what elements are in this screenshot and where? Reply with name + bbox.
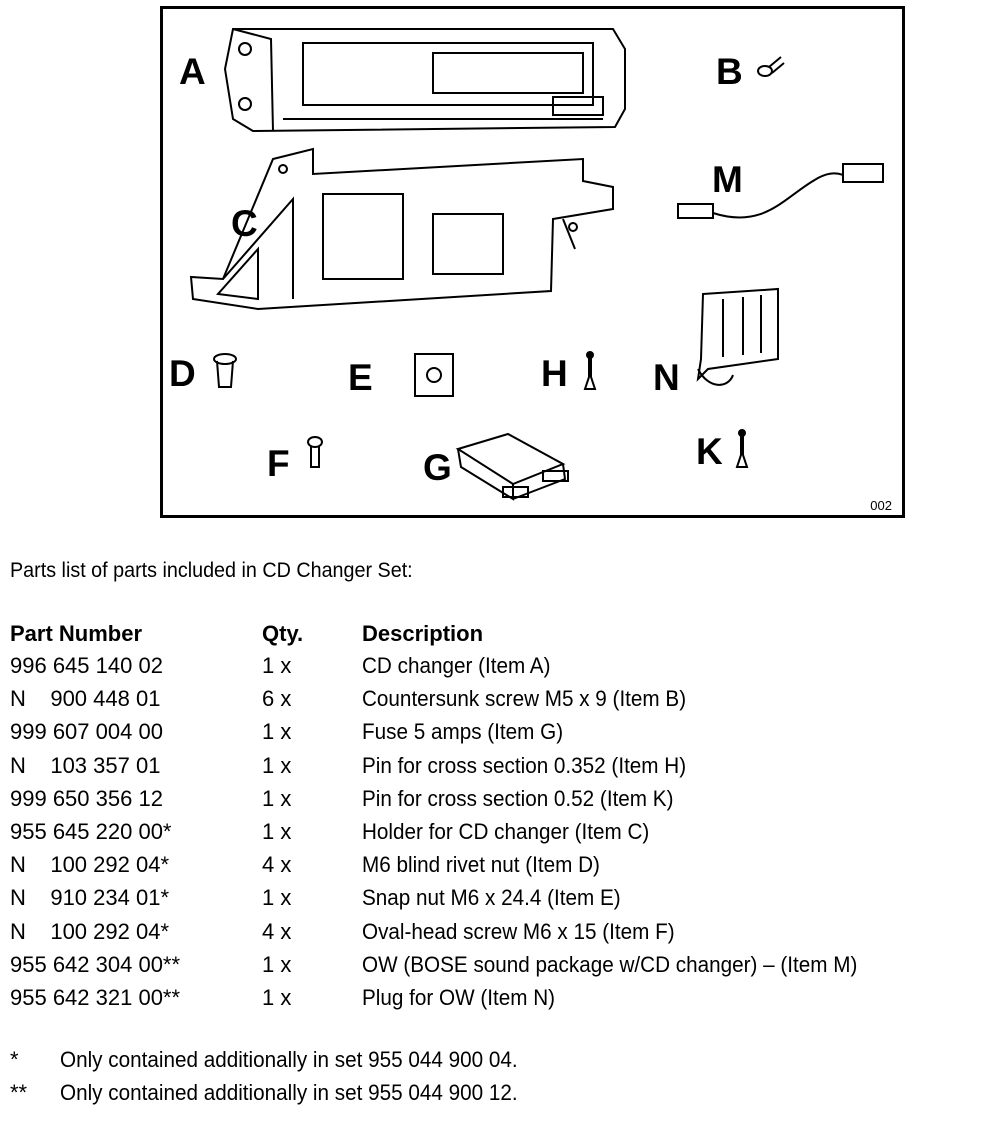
table-row: N 910 234 01* 1 x Snap nut M6 x 24.4 (Item…	[0, 883, 1008, 916]
table-row: 999 607 004 00 1 x Fuse 5 amps (Item G)	[0, 717, 1008, 750]
quantity: 1 x	[262, 719, 292, 745]
table-row: 955 642 304 00** 1 x OW (BOSE sound packag…	[0, 950, 1008, 983]
part-number: 955 642 321 00**	[10, 984, 181, 1010]
description: Pin for cross section 0.52 (Item K)	[362, 785, 674, 811]
description: Fuse 5 amps (Item G)	[362, 719, 564, 745]
part-number: N 100 292 04*	[10, 852, 170, 878]
description: Pin for cross section 0.352 (Item H)	[362, 752, 687, 778]
label-a: A	[179, 51, 206, 92]
table-row: N 900 448 01 6 x Countersunk screw M5 x 9 …	[0, 684, 1008, 717]
description: CD changer (Item A)	[362, 653, 551, 678]
snap-nut-drawing	[414, 353, 454, 397]
parts-list-intro: Parts list of parts included in CD Chang…	[10, 559, 413, 582]
part-number: 955 645 220 00*	[10, 818, 172, 844]
quantity: 1 x	[262, 818, 292, 844]
quantity: 1 x	[262, 785, 292, 811]
part-number: 996 645 140 02	[10, 653, 163, 678]
footnote-single-star: * Only contained additionally in set 955 …	[10, 1047, 547, 1073]
label-d: D	[169, 353, 196, 394]
table-row: 955 645 220 00* 1 x Holder for CD changer …	[0, 817, 1008, 850]
footnote-double-star: ** Only contained additionally in set 955…	[10, 1080, 547, 1106]
part-number: N 100 292 04*	[10, 918, 170, 944]
quantity: 1 x	[262, 653, 292, 678]
table-row: N 100 292 04* 4 x M6 blind rivet nut (Item…	[0, 850, 1008, 883]
part-number: 999 650 356 12	[10, 785, 163, 811]
header-qty: Qty.	[262, 621, 304, 646]
description: Countersunk screw M5 x 9 (Item B)	[362, 686, 687, 712]
table-row: N 100 292 04* 4 x Oval-head screw M6 x 15 …	[0, 917, 1008, 950]
quantity: 6 x	[262, 686, 292, 712]
part-number: 999 607 004 00	[10, 719, 163, 745]
label-k: K	[696, 431, 723, 472]
figure-number: 002	[870, 498, 892, 513]
table-row: 955 642 321 00** 1 x Plug for OW (Item N)	[0, 983, 1008, 1016]
header-part-number: Part Number	[10, 621, 143, 646]
plug-drawing	[696, 287, 779, 386]
quantity: 4 x	[262, 852, 292, 878]
label-h: H	[541, 353, 568, 394]
footnote-text: Only contained additionally in set 955 0…	[60, 1080, 518, 1105]
label-e: E	[348, 357, 373, 398]
table-row: 999 650 356 12 1 x Pin for cross section 0…	[0, 784, 1008, 817]
pin-k-drawing	[735, 429, 749, 468]
quantity: 1 x	[262, 984, 292, 1010]
footnote-text: Only contained additionally in set 955 0…	[60, 1047, 518, 1072]
part-number: 955 642 304 00**	[10, 951, 181, 977]
parts-drawing	[189, 28, 884, 501]
part-number: N 910 234 01*	[10, 885, 170, 911]
description: OW (BOSE sound package w/CD changer) – (…	[362, 951, 858, 977]
description: Snap nut M6 x 24.4 (Item E)	[362, 885, 621, 911]
label-g: G	[423, 447, 452, 488]
quantity: 4 x	[262, 918, 292, 944]
part-number: N 900 448 01	[10, 686, 161, 712]
holder-drawing	[189, 147, 614, 311]
description: Oval-head screw M6 x 15 (Item F)	[362, 918, 675, 944]
label-c: C	[231, 203, 258, 244]
label-n: N	[653, 357, 680, 398]
parts-illustration: A B M C D E H N F G K 002	[160, 6, 905, 518]
label-m: M	[712, 159, 743, 200]
label-b: B	[716, 51, 743, 92]
quantity: 1 x	[262, 752, 292, 778]
pin-h-drawing	[583, 351, 597, 390]
screw-f-drawing	[307, 436, 323, 468]
table-row: 996 645 140 02 1 x CD changer (Item A)	[0, 651, 1008, 684]
part-number: N 103 357 01	[10, 752, 161, 778]
parts-table: 996 645 140 02 1 x CD changer (Item A) N 9…	[0, 651, 1008, 1016]
fuse-drawing	[455, 432, 569, 501]
table-row: N 103 357 01 1 x Pin for cross section 0.3…	[0, 751, 1008, 784]
cd-changer-drawing	[223, 28, 626, 133]
footnote-mark: *	[10, 1047, 19, 1072]
description: Plug for OW (Item N)	[362, 984, 556, 1010]
footnote-mark: **	[10, 1080, 28, 1105]
rivet-nut-drawing	[213, 353, 237, 388]
screw-b-drawing	[757, 56, 785, 77]
header-description: Description	[362, 621, 484, 646]
cable-drawing	[677, 163, 884, 219]
label-f: F	[267, 443, 290, 484]
description: Holder for CD changer (Item C)	[362, 818, 650, 844]
quantity: 1 x	[262, 885, 292, 911]
description: M6 blind rivet nut (Item D)	[362, 852, 600, 878]
quantity: 1 x	[262, 951, 292, 977]
